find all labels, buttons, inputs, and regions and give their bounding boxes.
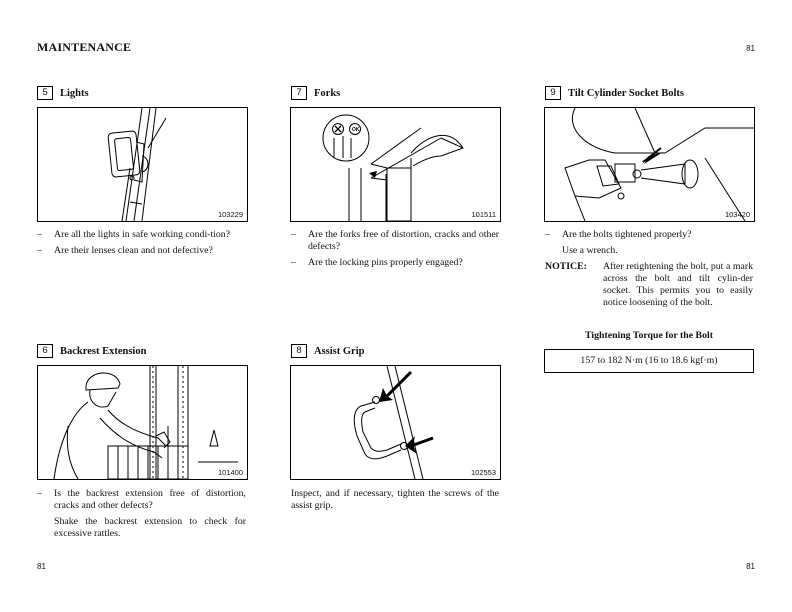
- list-item: –Is the backrest extension free of disto…: [37, 488, 246, 511]
- section-number: 6: [37, 344, 53, 358]
- figure-code: 101511: [471, 210, 496, 219]
- notice-text: After retightening the bolt, put a mark …: [603, 261, 753, 308]
- grip-text: Inspect, and if necessary, tighten the s…: [291, 488, 499, 511]
- section-number: 5: [37, 86, 53, 100]
- forks-figure: OK 101511: [290, 107, 501, 222]
- tilt-note: Use a wrench.: [562, 245, 618, 256]
- section-number: 9: [545, 86, 561, 100]
- torque-title: Tightening Torque for the Bolt: [585, 330, 713, 341]
- page-number-bottom-left: 81: [37, 562, 46, 571]
- list-item: –Are the bolts tightened properly?: [545, 229, 692, 240]
- backrest-illustration: [53, 366, 238, 479]
- notice-label: NOTICE:: [545, 261, 587, 272]
- page-number-top: 81: [746, 44, 755, 53]
- forks-illustration: OK: [322, 114, 464, 221]
- section-grip-heading: 8 Assist Grip: [291, 344, 364, 358]
- figure-code: 102553: [470, 468, 496, 477]
- backrest-checklist: –Is the backrest extension free of disto…: [37, 488, 246, 540]
- page-number-bottom-right: 81: [746, 562, 755, 571]
- section-title: Tilt Cylinder Socket Bolts: [568, 87, 684, 99]
- section-number: 8: [291, 344, 307, 358]
- forks-checklist: –Are the forks free of distortion, crack…: [291, 229, 499, 273]
- backrest-note: Shake the backrest extension to check fo…: [54, 516, 246, 539]
- section-number: 7: [291, 86, 307, 100]
- figure-code: 103420: [724, 210, 750, 219]
- figure-code: 103229: [217, 210, 243, 219]
- list-item: –Are their lenses clean and not defectiv…: [37, 245, 213, 256]
- lights-checklist: –Are all the lights in safe working cond…: [37, 229, 246, 261]
- section-title: Forks: [314, 87, 341, 99]
- svg-text:OK: OK: [352, 127, 360, 133]
- section-title: Assist Grip: [314, 345, 365, 357]
- section-lights-heading: 5 Lights: [37, 86, 89, 100]
- backrest-figure: 101400: [37, 365, 248, 480]
- section-title: Lights: [60, 87, 89, 99]
- section-backrest-heading: 6 Backrest Extension: [37, 344, 146, 358]
- grip-illustration: [353, 366, 434, 479]
- section-forks-heading: 7 Forks: [291, 86, 340, 100]
- torque-value-box: 157 to 182 N·m (16 to 18.6 kgf·m): [544, 349, 754, 373]
- tilt-figure: 103420: [544, 107, 755, 222]
- section-title: Backrest Extension: [60, 345, 147, 357]
- section-tilt-heading: 9 Tilt Cylinder Socket Bolts: [545, 86, 684, 100]
- notice-block: NOTICE: After retightening the bolt, put…: [545, 261, 753, 309]
- list-item: –Are all the lights in safe working cond…: [37, 229, 231, 240]
- grip-figure: 102553: [290, 365, 501, 480]
- list-item: –Are the forks free of distortion, crack…: [291, 229, 499, 252]
- tilt-illustration: [564, 108, 754, 221]
- lights-illustration: [107, 108, 167, 221]
- figure-code: 101400: [217, 468, 243, 477]
- tilt-checklist: –Are the bolts tightened properly? Use a…: [545, 229, 753, 309]
- lights-figure: 103229: [37, 107, 248, 222]
- list-item: –Are the locking pins properly engaged?: [291, 257, 463, 268]
- page-title: MAINTENANCE: [37, 40, 132, 54]
